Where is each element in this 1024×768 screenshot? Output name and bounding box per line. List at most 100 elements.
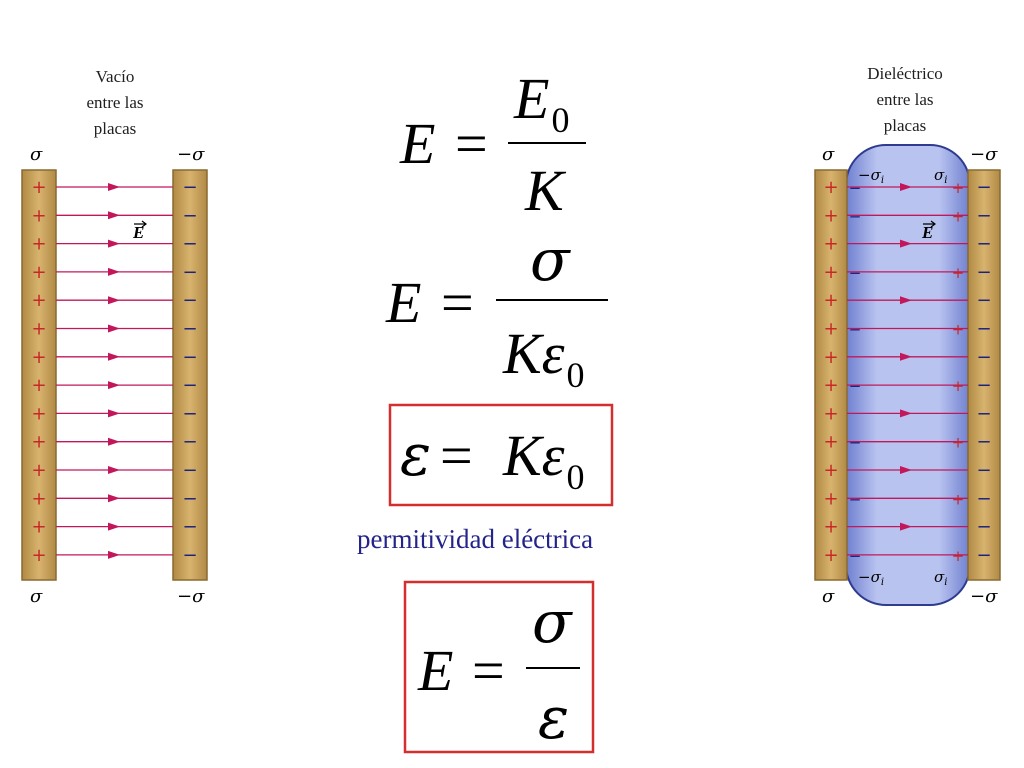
field-arrow-icon — [108, 296, 120, 305]
plus-charge: + — [31, 517, 46, 538]
minus-charge: − — [182, 517, 197, 538]
induced-sigma-bottom-left: −σi — [858, 568, 884, 588]
minus-charge: − — [182, 545, 197, 566]
plus-charge: + — [823, 488, 838, 509]
minus-charge: − — [976, 319, 991, 340]
induced-minus-charge: − — [849, 434, 862, 452]
minus-charge: − — [976, 375, 991, 396]
induced-sigma-top-left: −σi — [858, 166, 884, 186]
plus-charge: + — [31, 403, 46, 424]
vacuum-capacitor: Vacío entre las placas σ −σ σ −σ +++++++… — [21, 67, 208, 607]
minus-charge: − — [976, 177, 991, 198]
induced-minus-charge: − — [849, 207, 862, 225]
plus-charge: + — [823, 460, 838, 481]
eq2-equals: = — [441, 270, 474, 335]
minus-charge: − — [976, 460, 991, 481]
dielectric-title-line-3: placas — [884, 116, 926, 135]
dielectric-plus-charges: ++++++++++++++ — [823, 177, 838, 566]
vacuum-sigma-top-left: σ — [30, 144, 43, 165]
dielectric-negative-plate — [967, 169, 1001, 581]
minus-charge: − — [976, 517, 991, 538]
vacuum-sigma-top-right: −σ — [177, 144, 205, 165]
plus-charge: + — [823, 262, 838, 283]
plus-charge: + — [823, 205, 838, 226]
induced-sigma-top-right: σi — [934, 166, 947, 186]
field-arrow-icon — [108, 550, 120, 559]
induced-plus-charge: + — [952, 547, 965, 565]
field-arrow-icon — [108, 437, 120, 446]
plus-charge: + — [823, 432, 838, 453]
field-arrow-icon — [900, 466, 912, 474]
equation-field-ratio: E = E0 K — [399, 66, 586, 223]
induced-plus-charge: + — [952, 434, 965, 452]
minus-charge: − — [182, 262, 197, 283]
plus-charge: + — [31, 432, 46, 453]
field-arrow-icon — [108, 494, 120, 503]
eq3-highlight-box — [388, 403, 614, 507]
eq1-denominator: K — [524, 158, 567, 223]
minus-charge: − — [182, 347, 197, 368]
eq1-numerator: E0 — [513, 66, 569, 140]
induced-minus-charge: − — [849, 264, 862, 282]
plus-charge: + — [823, 375, 838, 396]
vacuum-plus-charges: ++++++++++++++ — [31, 177, 46, 566]
eq1-equals: = — [455, 111, 488, 176]
field-arrow-icon — [108, 211, 120, 220]
field-arrow-icon — [108, 183, 120, 191]
vacuum-title-line-1: Vacío — [96, 67, 135, 86]
field-arrow-icon — [108, 267, 120, 276]
vacuum-title-line-2: entre las — [86, 93, 143, 112]
eq3-rhs: Kε0 — [502, 423, 585, 497]
field-arrow-icon — [900, 522, 912, 531]
induced-plus-charge: + — [952, 321, 965, 339]
minus-charge: − — [976, 545, 991, 566]
minus-charge: − — [182, 290, 197, 311]
plus-charge: + — [823, 517, 838, 538]
dielectric-field-label: E — [921, 223, 933, 242]
minus-charge: − — [976, 262, 991, 283]
minus-charge: − — [182, 205, 197, 226]
eq4-lhs: E — [417, 638, 453, 703]
plus-charge: + — [31, 347, 46, 368]
field-arrow-icon — [900, 409, 912, 418]
eq2-denominator: Kε0 — [502, 321, 585, 395]
minus-charge: − — [182, 177, 197, 198]
induced-plus-charge: + — [952, 377, 965, 395]
field-arrow-icon — [108, 352, 120, 361]
plus-charge: + — [823, 234, 838, 255]
plus-charge: + — [31, 545, 46, 566]
vacuum-minus-charges: −−−−−−−−−−−−−− — [182, 177, 197, 566]
minus-charge: − — [182, 460, 197, 481]
vacuum-vector-arrow-icon — [134, 220, 147, 228]
plus-charge: + — [823, 319, 838, 340]
plus-charge: + — [823, 177, 838, 198]
equation-field-permittivity: E = σ ε — [403, 580, 595, 754]
dielectric-sigma-top-left: σ — [822, 144, 835, 165]
plus-charge: + — [31, 319, 46, 340]
plus-charge: + — [823, 403, 838, 424]
vacuum-field-label: E — [132, 223, 144, 242]
induced-minus-charge: − — [849, 179, 862, 197]
eq4-denominator: ε — [538, 684, 569, 752]
plus-charge: + — [31, 375, 46, 396]
dielectric-positive-plate — [814, 169, 848, 581]
field-arrow-icon — [108, 522, 120, 531]
dielectric-sigma-bottom-left: σ — [822, 586, 835, 607]
plus-charge: + — [31, 262, 46, 283]
minus-charge: − — [976, 488, 991, 509]
field-arrow-icon — [900, 183, 912, 191]
field-arrow-icon — [900, 352, 912, 361]
eq2-lhs: E — [385, 270, 421, 335]
induced-plus-charge: + — [952, 490, 965, 508]
equation-field-sigma: E = σ Kε0 — [385, 226, 608, 395]
minus-charge: − — [182, 375, 197, 396]
vacuum-sigma-bottom-right: −σ — [177, 586, 205, 607]
minus-charge: − — [182, 319, 197, 340]
plus-charge: + — [31, 290, 46, 311]
eq4-equals: = — [472, 638, 505, 703]
dielectric-title-line-1: Dieléctrico — [867, 64, 943, 83]
vacuum-title-line-3: placas — [94, 119, 136, 138]
plus-charge: + — [31, 205, 46, 226]
permittivity-caption: permitividad eléctrica — [357, 524, 594, 554]
induced-minus-charge: − — [849, 377, 862, 395]
